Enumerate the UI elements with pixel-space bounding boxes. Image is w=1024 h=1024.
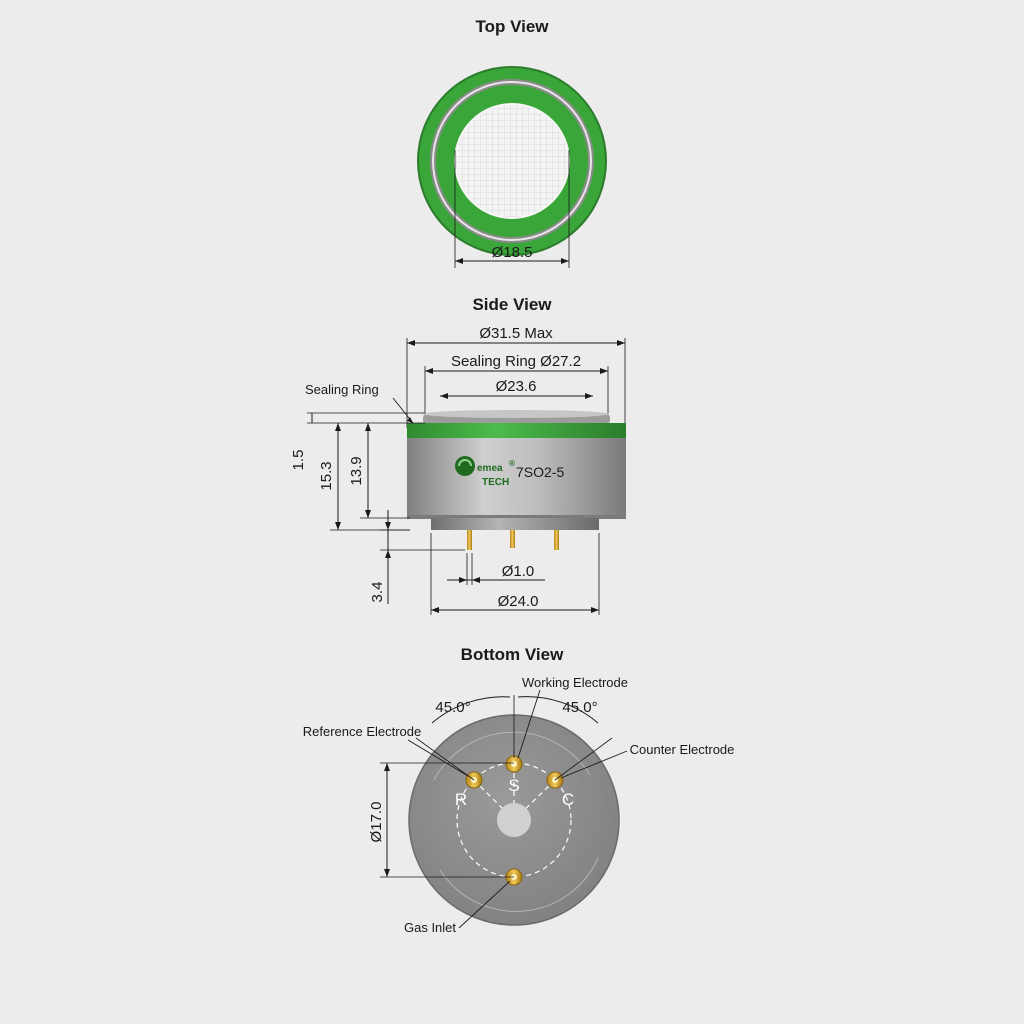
- dim-h-body: 13.9: [348, 456, 365, 485]
- label-gas-inlet: Gas Inlet: [404, 920, 456, 935]
- bottom-view: Bottom View R S C: [303, 645, 735, 935]
- brand-logo-icon: [455, 456, 475, 476]
- side-sealing-ring: [407, 423, 626, 440]
- side-pin-right: [554, 530, 559, 550]
- top-mesh: [456, 105, 568, 217]
- side-pin-left: [467, 530, 472, 550]
- registered-mark: ®: [509, 459, 515, 468]
- dim-sealing-ring: Sealing Ring Ø27.2: [451, 353, 581, 370]
- dim-pin-dia: Ø1.0: [502, 563, 535, 580]
- top-view: Top View Ø18.5: [417, 17, 607, 268]
- dim-pin-length: 3.4: [369, 582, 386, 603]
- bottom-view-title: Bottom View: [461, 645, 564, 664]
- label-reference-electrode: Reference Electrode: [303, 724, 422, 739]
- brand-name: emea: [477, 463, 503, 474]
- angle-right: 45.0°: [562, 699, 597, 716]
- side-view-title: Side View: [472, 295, 552, 314]
- brand-logo: emea TECH ®: [455, 456, 515, 488]
- label-counter-electrode: Counter Electrode: [630, 742, 735, 757]
- side-pin-center: [510, 530, 515, 548]
- dim-h-ring: 1.5: [290, 450, 307, 471]
- brand-tech: TECH: [482, 477, 509, 488]
- pin-r-label: R: [455, 790, 467, 809]
- side-body: [407, 438, 626, 518]
- pin-s-label: S: [508, 776, 519, 795]
- top-view-title: Top View: [475, 17, 549, 36]
- dim-pin-circle: Ø17.0: [368, 802, 385, 843]
- pin-c-label: C: [562, 790, 574, 809]
- pin-working: [505, 755, 523, 773]
- dim-h-total: 15.3: [318, 461, 335, 490]
- dim-base: Ø24.0: [498, 593, 539, 610]
- dim-overall: Ø31.5 Max: [479, 325, 553, 342]
- top-diameter-label: Ø18.5: [492, 244, 533, 261]
- model-label: 7SO2-5: [516, 464, 564, 480]
- angle-left: 45.0°: [435, 699, 470, 716]
- side-base: [431, 518, 599, 530]
- sealing-ring-callout: Sealing Ring: [305, 382, 379, 397]
- center-hole: [497, 803, 531, 837]
- dim-top: Ø23.6: [496, 378, 537, 395]
- label-working-electrode: Working Electrode: [522, 675, 628, 690]
- pin-circle: [456, 762, 572, 878]
- side-view: Side View Ø31.5 Max Sealing Ring Ø27.2 Ø…: [290, 295, 626, 615]
